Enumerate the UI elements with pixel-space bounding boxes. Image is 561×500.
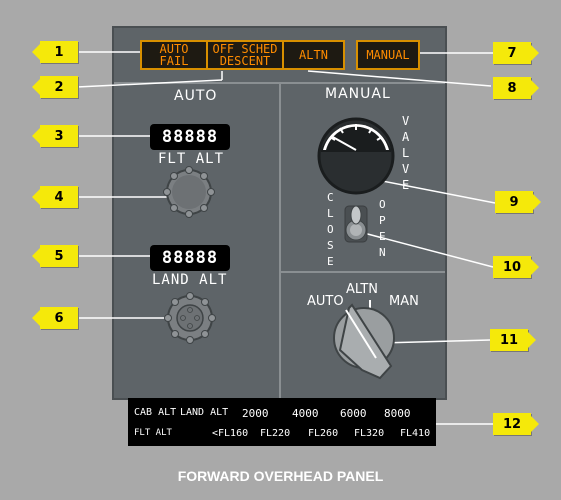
- altn-light: ALTN: [299, 48, 328, 62]
- manual-section-label: MANUAL: [325, 86, 391, 102]
- off-sched-descent-light: OFF SCHED DESCENT: [208, 42, 284, 68]
- close-label-e: E: [327, 255, 335, 268]
- altitude-placard: CAB ALT LAND ALT 2000 4000 6000 8000 FLT…: [128, 398, 436, 446]
- placard-8000: 8000: [384, 407, 411, 420]
- placard-fl160: <FL160: [212, 428, 249, 439]
- flt-alt-knob[interactable]: [163, 166, 215, 218]
- placard-cab-alt: CAB ALT: [134, 407, 177, 418]
- land-alt-label: LAND ALT: [152, 272, 228, 288]
- callout-10: 10: [493, 256, 539, 278]
- placard-fl410: FL410: [400, 428, 431, 439]
- land-alt-display: 88888: [150, 245, 230, 271]
- auto-fail-light: AUTO FAIL: [142, 42, 208, 68]
- callout-7: 7: [493, 42, 539, 64]
- auto-section-label: AUTO: [174, 88, 218, 104]
- callout-12: 12: [493, 413, 539, 435]
- panel-divider-top: [114, 82, 445, 84]
- placard-fl320: FL320: [354, 428, 385, 439]
- placard-fl260: FL260: [308, 428, 339, 439]
- placard-6000: 6000: [340, 407, 367, 420]
- callout-4: 4: [32, 186, 78, 208]
- selector-man-label: MAN: [389, 294, 419, 309]
- callout-9: 9: [495, 191, 541, 213]
- manual-light-label: MANUAL: [366, 48, 410, 62]
- open-label-o: O: [379, 198, 387, 211]
- diagram-caption: FORWARD OVERHEAD PANEL: [177, 468, 384, 484]
- callout-1: 1: [32, 41, 78, 63]
- valve-label-v2: V: [402, 162, 411, 176]
- callout-11: 11: [490, 329, 536, 351]
- valve-label-l: L: [402, 146, 411, 160]
- flt-alt-label: FLT ALT: [158, 151, 225, 167]
- placard-land-alt: LAND ALT: [180, 407, 229, 418]
- open-label-p: P: [379, 214, 387, 227]
- callout-2: 2: [32, 76, 78, 98]
- close-label-c: C: [327, 191, 335, 204]
- open-label-n: N: [379, 246, 387, 259]
- placard-flt-alt: FLT ALT: [134, 428, 172, 438]
- outflow-valve-switch[interactable]: [344, 205, 368, 243]
- placard-2000: 2000: [242, 407, 269, 420]
- callout-8: 8: [493, 77, 539, 99]
- land-alt-knob[interactable]: [164, 292, 216, 344]
- panel-divider-vertical: [279, 82, 281, 398]
- callout-3: 3: [32, 125, 78, 147]
- valve-label-v: V: [402, 114, 411, 128]
- placard-fl220: FL220: [260, 428, 291, 439]
- selector-altn-label: ALTN: [346, 282, 379, 297]
- mode-selector-knob[interactable]: [333, 300, 395, 380]
- valve-label-a: A: [402, 130, 411, 144]
- callout-6: 6: [32, 307, 78, 329]
- panel-divider-horizontal: [281, 271, 445, 273]
- flt-alt-display: 88888: [150, 124, 230, 150]
- callout-5: 5: [32, 245, 78, 267]
- outflow-valve-gauge: [317, 117, 395, 195]
- open-label-e: E: [379, 230, 387, 243]
- close-label-s: S: [327, 239, 335, 252]
- selector-auto-label: AUTO: [307, 294, 344, 309]
- close-label-l: L: [327, 207, 335, 220]
- manual-light: MANUAL: [356, 40, 420, 70]
- annunciator-group: AUTO FAIL OFF SCHED DESCENT ALTN: [140, 40, 345, 70]
- close-label-o: O: [327, 223, 335, 236]
- placard-4000: 4000: [292, 407, 319, 420]
